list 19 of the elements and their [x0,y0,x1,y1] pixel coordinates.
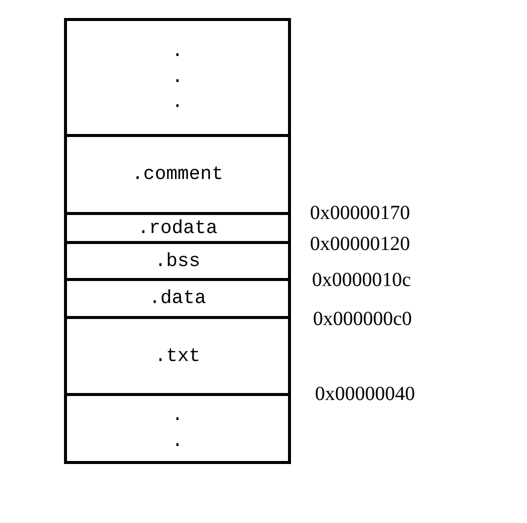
memory-section [64,212,291,244]
ellipsis-text: . . . [172,39,184,116]
address-label: 0x000000c0 [313,308,412,331]
section-name: .txt [154,344,200,368]
address-label: 0x00000120 [310,233,410,256]
section-name: .rodata [138,216,218,240]
memory-section [64,134,291,215]
address-label: 0x00000040 [315,383,415,406]
memory-section [64,393,291,464]
section-name: .comment [132,162,224,187]
address-label: 0x0000010c [312,269,411,292]
memory-section [64,316,291,396]
ellipsis-text: . . [172,402,184,454]
address-label: 0x00000170 [310,202,410,225]
memory-section [64,278,291,319]
section-name: .bss [154,248,200,274]
memory-section [64,18,291,137]
memory-section [64,241,291,281]
section-name: .data [148,286,206,311]
